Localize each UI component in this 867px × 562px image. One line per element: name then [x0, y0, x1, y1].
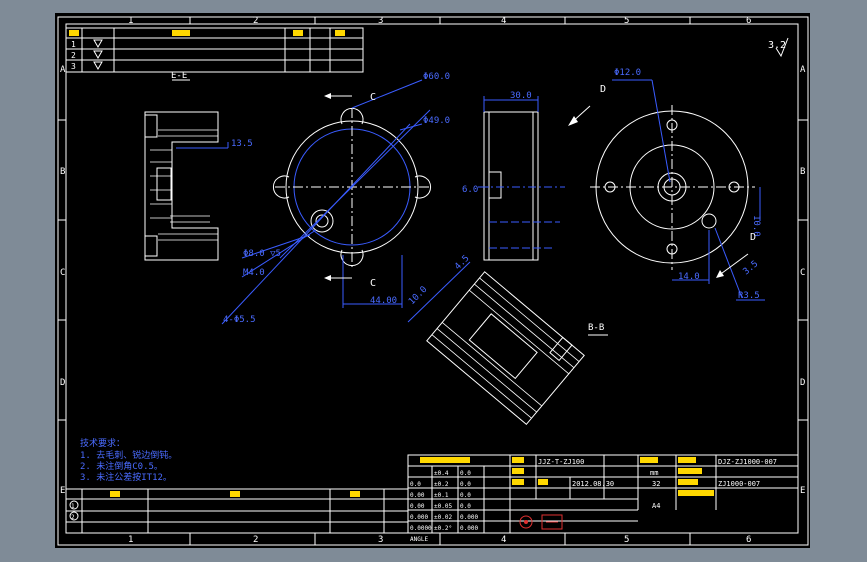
title-drawing-no: DJZ-ZJ1000-007 [718, 458, 777, 466]
title-date: 2012.08.30 [572, 480, 614, 488]
revision-row-1: 1 [71, 40, 76, 49]
tol-r5-c3: 0.000 [460, 514, 478, 521]
title-unit: mm [650, 469, 658, 477]
dim-d12: Φ12.0 [614, 68, 641, 78]
zone-bottom-5: 5 [624, 535, 629, 545]
zone-top-6: 6 [746, 16, 751, 26]
tech-note-3: 3. 未注公差按IT12。 [80, 471, 172, 483]
revision-row-3: 3 [71, 62, 76, 71]
tol-r6-c3: 0.000 [460, 525, 478, 532]
title-scale: A4 [652, 502, 660, 510]
section-label-bb: B-B [588, 323, 604, 333]
tol-r1-c2: ±0.4 [434, 470, 449, 477]
tol-r3-c2: ±0.1 [434, 492, 449, 499]
dim-6: 6.0 [462, 185, 478, 195]
dim-10-0: 10.0 [407, 285, 429, 307]
side-view: 30.0 6.0 D [462, 84, 606, 261]
section-label-d-top: D [600, 84, 606, 95]
zone-bottom-6: 6 [746, 535, 751, 545]
dim-44: 44.00 [370, 296, 397, 306]
title-part-code: ZJ1000-007 [718, 480, 760, 488]
dim-4-holes-5-5: 4-Φ5.5 [223, 315, 256, 325]
projection-symbol-rect [541, 514, 563, 530]
cad-drawing: 1 2 3 4 5 6 1 2 3 4 5 6 A B C D E A B C … [57, 16, 809, 546]
zone-bottom-3: 3 [378, 535, 383, 545]
tol-r2-c2: ±0.2 [434, 481, 449, 488]
zone-top-1: 1 [128, 16, 133, 26]
section-label-c-top: C [370, 92, 376, 103]
dim-d60: Φ60.0 [423, 72, 450, 82]
zone-bottom-1: 1 [128, 535, 133, 545]
zone-bottom-2: 2 [253, 535, 258, 545]
section-label-ee: E-E [171, 71, 187, 81]
projection-symbol-circle [519, 515, 533, 529]
section-label-d-right: D [750, 232, 756, 243]
dim-4-5: 4.5 [453, 254, 472, 273]
dim-30: 30.0 [510, 91, 532, 101]
tol-r6-c1: ANGLE [410, 536, 428, 543]
zone-left-e: E [60, 486, 65, 496]
tol-r6-c2: ±0.2° [434, 525, 452, 532]
zone-right-d: D [800, 378, 805, 388]
zone-top-2: 2 [253, 16, 258, 26]
zone-left-b: B [60, 167, 65, 177]
tech-note-title: 技术要求： [80, 437, 125, 449]
tol-r1-c1: 0.0 [410, 481, 421, 488]
revision-table: 1 2 3 [65, 27, 364, 73]
dim-13-5: 13.5 [231, 139, 253, 149]
zone-left-a: A [60, 65, 66, 75]
zone-bottom-4: 4 [501, 535, 506, 545]
dim-10: 10.0 [751, 215, 761, 237]
zone-right-b: B [800, 167, 805, 177]
tol-r1-c3: 0.0 [460, 470, 471, 477]
bottom-view: Φ12.0 14.0 10.0 R3.5 3.5 D 3.2 [590, 37, 789, 301]
zone-top-3: 3 [378, 16, 383, 26]
tol-r4-c2: ±0.05 [434, 503, 452, 510]
section-view-ee: E-E 13.5 [144, 71, 253, 261]
dim-3-5: 3.5 [742, 259, 761, 277]
zone-right-e: E [800, 486, 805, 496]
change-table: 1 2 [65, 488, 409, 534]
title-block: JJZ-T-ZJ100 DJZ-ZJ1000-007 ZJ1000-007 20… [407, 454, 799, 543]
dim-14: 14.0 [678, 272, 700, 282]
dim-r3-5: R3.5 [738, 291, 760, 301]
zone-top-4: 4 [501, 16, 506, 26]
tol-r5-c2: ±0.02 [434, 514, 452, 521]
tol-r2-c1: 0.00 [410, 492, 425, 499]
zone-top-5: 5 [624, 16, 629, 26]
outer-frame [57, 16, 809, 546]
roughness-icon [775, 37, 789, 58]
surface-roughness-value: 3.2 [768, 40, 786, 51]
technical-notes: 技术要求： 1. 去毛刺、锐边倒钝。 2. 未注倒角C0.5。 3. 未注公差按… [80, 437, 177, 483]
tol-r2-c3: 0.0 [460, 481, 471, 488]
zone-right-c: C [800, 268, 805, 278]
zone-left-c: C [60, 268, 65, 278]
tech-note-1: 1. 去毛刺、锐边倒钝。 [80, 449, 177, 461]
tol-r4-c1: 0.000 [410, 514, 428, 521]
revision-row-2: 2 [71, 51, 76, 60]
tol-r3-c1: 0.00 [410, 503, 425, 510]
revision-triangle-icons [93, 39, 103, 71]
tol-r4-c3: 0.0 [460, 503, 471, 510]
change-row-2: 2 [71, 514, 75, 521]
title-material-code: 32 [652, 480, 660, 488]
tol-r3-c3: 0.0 [460, 492, 471, 499]
drawing-sheet: 1 2 3 4 5 6 1 2 3 4 5 6 A B C D E A B C … [55, 13, 810, 548]
top-view: Φ60.0 Φ49.0 Φ8.0 ▽5 M4.0 4-Φ5.5 44.00 C … [221, 72, 450, 325]
section-view-bb: B-B 10.0 4.5 [407, 254, 608, 426]
tol-r5-c1: 0.0000 [410, 525, 432, 532]
dim-m4: M4.0 [243, 268, 265, 278]
dim-d49: Φ49.0 [423, 116, 450, 126]
tech-note-2: 2. 未注倒角C0.5。 [80, 460, 163, 472]
dim-d8-depth5: Φ8.0 ▽5 [243, 249, 281, 259]
change-row-1: 1 [71, 503, 75, 510]
zone-right-a: A [800, 65, 806, 75]
title-project: JJZ-T-ZJ100 [538, 458, 584, 466]
section-label-c-bottom: C [370, 278, 376, 289]
zone-left-d: D [60, 378, 65, 388]
